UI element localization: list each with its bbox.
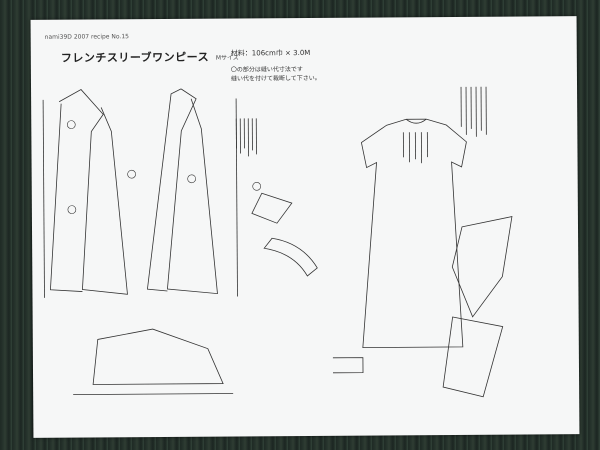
stitch-detail [332, 357, 364, 374]
collar-detail [251, 192, 293, 224]
dress-illustration [360, 118, 467, 349]
hem-construction [442, 316, 504, 398]
back-piece-outline [146, 88, 182, 292]
front-piece-outline [50, 103, 83, 292]
pattern-sheet: nami39D 2007 recipe No.15 フレンチスリーブワンピース … [30, 16, 580, 438]
fringe-detail-left [235, 118, 257, 157]
length-dim-front [42, 99, 45, 298]
pattern-drawings [42, 86, 513, 398]
dress-fringe [402, 132, 428, 164]
front-pattern-piece [58, 89, 128, 295]
fringe-detail-right [460, 86, 487, 137]
back-pattern-piece [166, 88, 218, 295]
sleeve-piece [92, 328, 224, 385]
sleeve-construction [451, 216, 513, 318]
seam-detail [263, 237, 318, 277]
